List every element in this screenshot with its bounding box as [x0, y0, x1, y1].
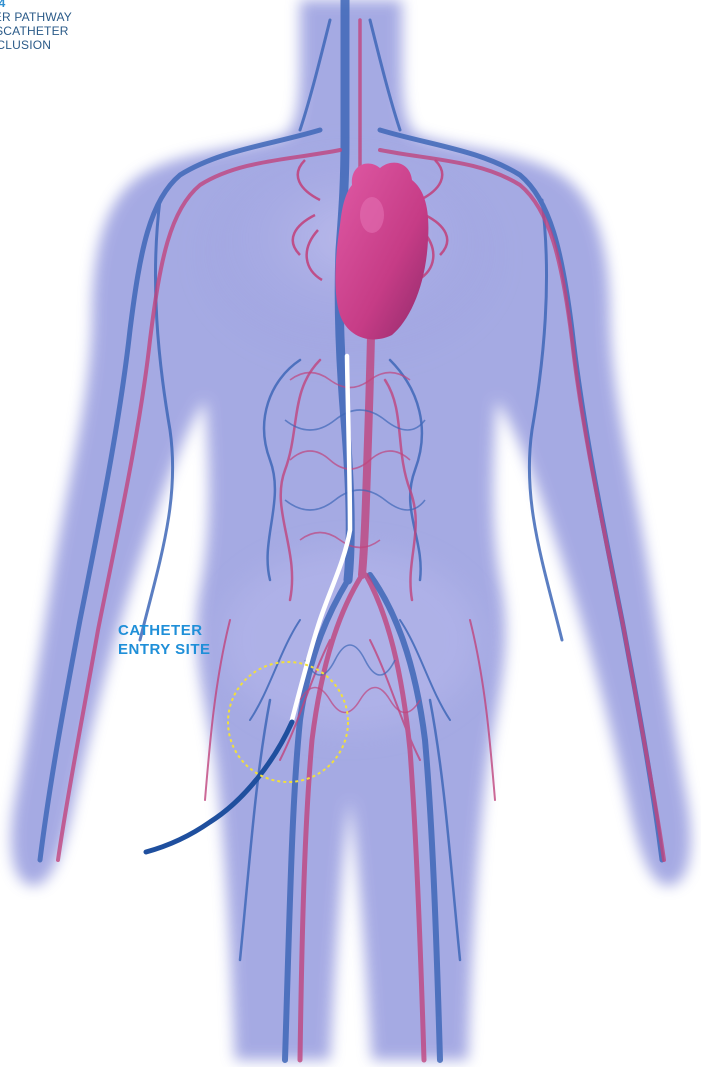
entry-label-line-2: ENTRY SITE	[118, 640, 211, 659]
catheter-entry-site-label: CATHETER ENTRY SITE	[118, 621, 211, 659]
entry-label-line-1: CATHETER	[118, 621, 211, 640]
